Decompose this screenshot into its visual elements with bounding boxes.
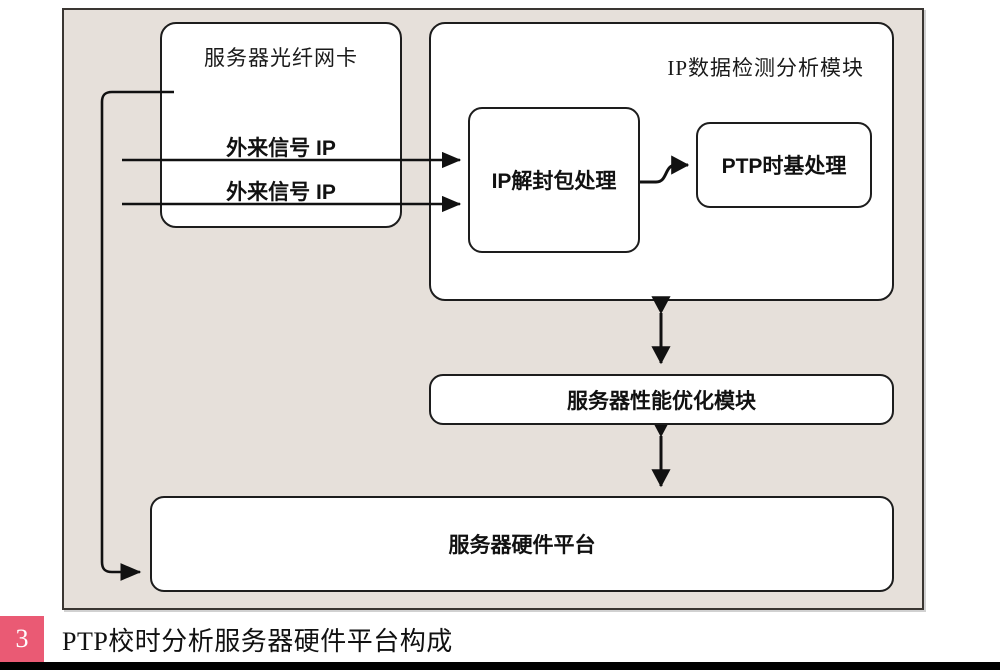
group-server-fiber-nic: 服务器光纤网卡 外来信号 IP 外来信号 IP xyxy=(160,22,402,228)
node-server-hardware-platform[interactable]: 服务器硬件平台 xyxy=(150,496,894,592)
figure-number-badge: 3 xyxy=(0,616,44,662)
nic-signal-label-2: 外来信号 IP xyxy=(226,181,336,204)
nic-signal-label-1: 外来信号 IP xyxy=(226,137,336,160)
ip-module-title-label: IP数据检测分析模块 xyxy=(667,56,864,80)
nic-title-label: 服务器光纤网卡 xyxy=(204,46,358,70)
node-server-performance-optimization-module[interactable]: 服务器性能优化模块 xyxy=(429,374,894,425)
figure-caption-bar: 3 PTP校时分析服务器硬件平台构成 xyxy=(0,616,1000,662)
diagram-panel: 服务器光纤网卡 外来信号 IP 外来信号 IP IP数据检测分析模块 IP解封包… xyxy=(62,8,924,610)
figure-caption-text: PTP校时分析服务器硬件平台构成 xyxy=(62,626,453,656)
bottom-rule xyxy=(0,662,1000,670)
node-ptp-timebase-processing[interactable]: PTP时基处理 xyxy=(696,122,872,208)
node-ip-decapsulation-processing[interactable]: IP解封包处理 xyxy=(468,107,640,253)
